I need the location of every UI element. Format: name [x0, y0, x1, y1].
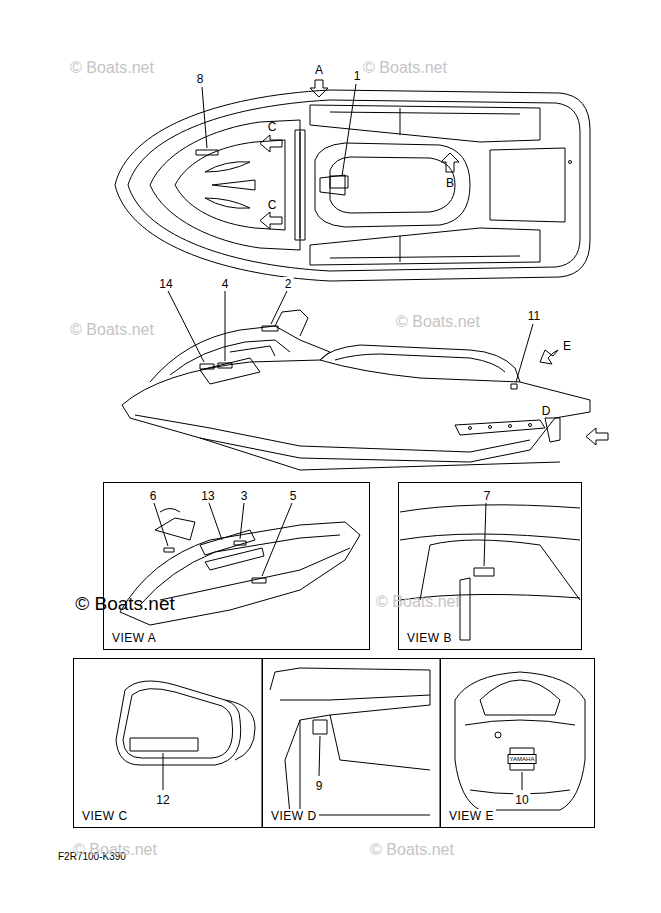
callout-number: 5 [288, 489, 299, 503]
watermark: © Boats.net [370, 842, 454, 858]
cleat [569, 161, 572, 164]
leader-line [319, 736, 320, 776]
decal-14-mark [200, 364, 214, 369]
leader-line [484, 503, 486, 566]
hull-top-outline [115, 90, 590, 281]
callout-number: 9 [314, 779, 325, 793]
callout-number: 6 [148, 489, 159, 503]
callout-number: 14 [157, 277, 174, 291]
sponson [455, 420, 545, 435]
decal-7-mark [474, 568, 494, 576]
deck-inner [175, 140, 285, 230]
view-d-stern [270, 668, 430, 815]
decal-11-mark [511, 384, 517, 389]
view-letter: E [563, 340, 571, 352]
view-title: VIEW A [110, 631, 158, 645]
view-panel: VIEW A [103, 482, 370, 650]
watermark: © Boats.net [70, 322, 154, 338]
footwell-lines [330, 108, 520, 262]
decal-12-mark [130, 738, 198, 751]
view-arrow-b [441, 153, 459, 172]
callout-number: 13 [199, 489, 216, 503]
view-arrow-e [540, 350, 558, 364]
decal-4-mark [218, 363, 232, 368]
view-letter: B [446, 177, 454, 189]
view-c-mirror-inner [123, 689, 233, 758]
seat-side-inner [335, 354, 505, 372]
view-d-hull [300, 715, 430, 810]
view-letter: A [315, 64, 323, 76]
handlebar-side [275, 310, 308, 336]
watermark: © Boats.net [396, 314, 480, 330]
stern-platform [490, 148, 565, 222]
decal-2-mark [262, 326, 278, 331]
seat-top [315, 143, 470, 227]
console [320, 175, 345, 195]
deck-side-inner [170, 340, 290, 375]
watermark: © Boats.net [70, 60, 154, 76]
watermark: © Boats.net [75, 594, 175, 613]
callout-number: 3 [239, 489, 250, 503]
decal-5-mark [252, 578, 266, 583]
side-stripes [200, 346, 275, 384]
seat-side [320, 345, 520, 382]
view-title: VIEW D [269, 809, 319, 823]
hull-top-inner [128, 100, 580, 271]
view-title: VIEW C [80, 809, 130, 823]
callout-number: 11 [526, 309, 542, 323]
panel-divider [262, 658, 440, 828]
decal-8-mark [196, 150, 218, 155]
nozzle [545, 418, 560, 442]
view-arrow-c2 [260, 212, 282, 229]
leader-line [154, 503, 292, 576]
hull-side [122, 360, 590, 462]
footwell-top [310, 105, 540, 265]
view-arrow-c1 [260, 135, 282, 152]
callout-number: 8 [195, 72, 206, 86]
view-letter: C [268, 121, 277, 133]
view-e-inner [465, 720, 575, 794]
deck-vents [205, 162, 255, 209]
view-panel: VIEW D [262, 658, 441, 828]
callout-number: 4 [220, 277, 231, 291]
decal-6-mark [164, 548, 174, 552]
leader-line [202, 84, 356, 176]
watermark: © Boats.net [363, 60, 447, 76]
decal-1-mark [330, 176, 348, 188]
callout-number: 1 [352, 69, 363, 83]
callout-number: 7 [482, 489, 493, 503]
view-e-stern [455, 672, 585, 810]
leader-line [163, 753, 164, 790]
view-arrow-a [310, 80, 328, 97]
decal-9-mark [313, 720, 327, 734]
view-b-seat [400, 505, 580, 600]
view-b-handle [460, 578, 470, 640]
view-title: VIEW E [447, 809, 496, 823]
handlebar [295, 130, 305, 240]
deck-side [150, 326, 330, 382]
view-letter: D [542, 405, 551, 417]
view-letter: C [268, 199, 277, 211]
view-e-seat [480, 680, 560, 715]
watermark: © Boats.net [73, 842, 157, 858]
watermark: © Boats.net [376, 594, 460, 610]
callout-number: 10 [513, 793, 530, 807]
brand-text: YAMAHA [508, 754, 537, 764]
decal-3-mark [234, 541, 246, 545]
callout-number: 2 [283, 277, 294, 291]
view-title: VIEW B [405, 631, 454, 645]
view-a-vents [200, 530, 264, 570]
view-c-mirror-back [225, 700, 255, 760]
view-c-mirror [116, 681, 241, 765]
leader-line [522, 772, 523, 790]
hull-side-keel [135, 415, 560, 470]
view-e-logo [495, 732, 501, 738]
leader-line [168, 291, 533, 382]
deck-top [150, 120, 300, 250]
seat-inner [330, 157, 455, 213]
callout-number: 12 [154, 793, 171, 807]
view-arrow-d [586, 428, 608, 445]
view-panel: VIEW B [398, 482, 582, 650]
